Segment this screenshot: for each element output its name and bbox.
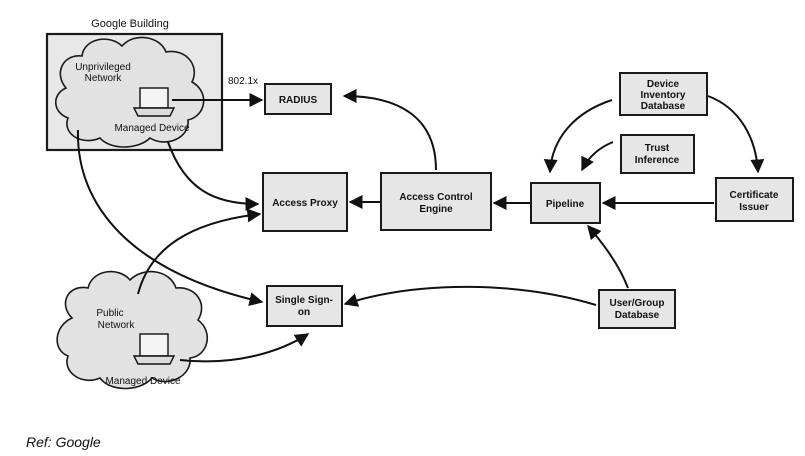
google-building-title: Google Building — [91, 18, 169, 30]
dot1x-label: 802.1x — [228, 76, 258, 87]
radius-node: RADIUS — [264, 83, 332, 115]
managed-device-label-building: Managed Device — [114, 123, 189, 134]
single-sign-on-node: Single Sign- on — [266, 285, 343, 327]
trust-inference-label-line1: Trust — [645, 143, 670, 154]
laptop-icon — [132, 87, 176, 117]
radius-label: RADIUS — [279, 95, 318, 106]
certificate-issuer-label-line1: Certificate — [730, 190, 779, 201]
device-inventory-label-line3: Database — [641, 101, 686, 112]
edge-building-cloud-to-access-proxy — [167, 141, 260, 211]
unprivileged-network-cloud: Unprivileged Network Managed Device — [54, 36, 205, 148]
public-network-cloud: Public Network Managed Device — [56, 270, 209, 390]
edge-ace-to-radius — [342, 89, 437, 171]
public-network-label-line1: Public — [96, 308, 123, 319]
access-proxy-label: Access Proxy — [272, 198, 338, 209]
laptop-icon — [132, 333, 176, 365]
managed-device-label-public: Managed Device — [105, 376, 180, 387]
pipeline-node: Pipeline — [530, 182, 601, 224]
reference-caption: Ref: Google — [26, 434, 101, 450]
edges: 802.1x — [76, 76, 765, 363]
edge-device-inventory-to-pipeline — [543, 99, 613, 174]
edge-user-group-to-sso — [343, 285, 597, 307]
user-group-database-node: User/Group Database — [598, 289, 676, 329]
unprivileged-network-label-line2: Network — [85, 73, 123, 84]
access-proxy-node: Access Proxy — [262, 172, 348, 232]
access-control-engine-node: Access Control Engine — [380, 172, 492, 231]
edge-public-device-to-sso — [179, 333, 310, 363]
edge-device-inventory-to-cert-issuer — [707, 95, 765, 174]
access-control-engine-label-line2: Engine — [419, 204, 453, 215]
edge-building-cloud-to-sso — [76, 129, 264, 307]
edge-public-cloud-to-access-proxy — [137, 208, 262, 295]
edge-trust-inference-to-pipeline — [581, 141, 614, 172]
single-sign-on-label-line1: Single Sign- — [275, 295, 333, 306]
public-network-label-line2: Network — [98, 320, 136, 331]
user-group-label-line1: User/Group — [609, 298, 664, 309]
device-inventory-database-node: Device Inventory Database — [619, 72, 708, 116]
edge-user-group-to-pipeline — [587, 224, 629, 289]
trust-inference-node: Trust Inference — [620, 134, 695, 174]
device-inventory-label-line2: Inventory — [640, 90, 685, 101]
device-inventory-label-line1: Device — [647, 79, 680, 90]
unprivileged-network-label-line1: Unprivileged — [75, 62, 131, 73]
certificate-issuer-label-line2: Issuer — [739, 202, 769, 213]
certificate-issuer-node: Certificate Issuer — [715, 177, 794, 222]
user-group-label-line2: Database — [615, 310, 660, 321]
single-sign-on-label-line2: on — [298, 307, 310, 318]
access-control-engine-label-line1: Access Control — [399, 192, 473, 203]
pipeline-label: Pipeline — [546, 199, 585, 210]
trust-inference-label-line2: Inference — [635, 155, 680, 166]
